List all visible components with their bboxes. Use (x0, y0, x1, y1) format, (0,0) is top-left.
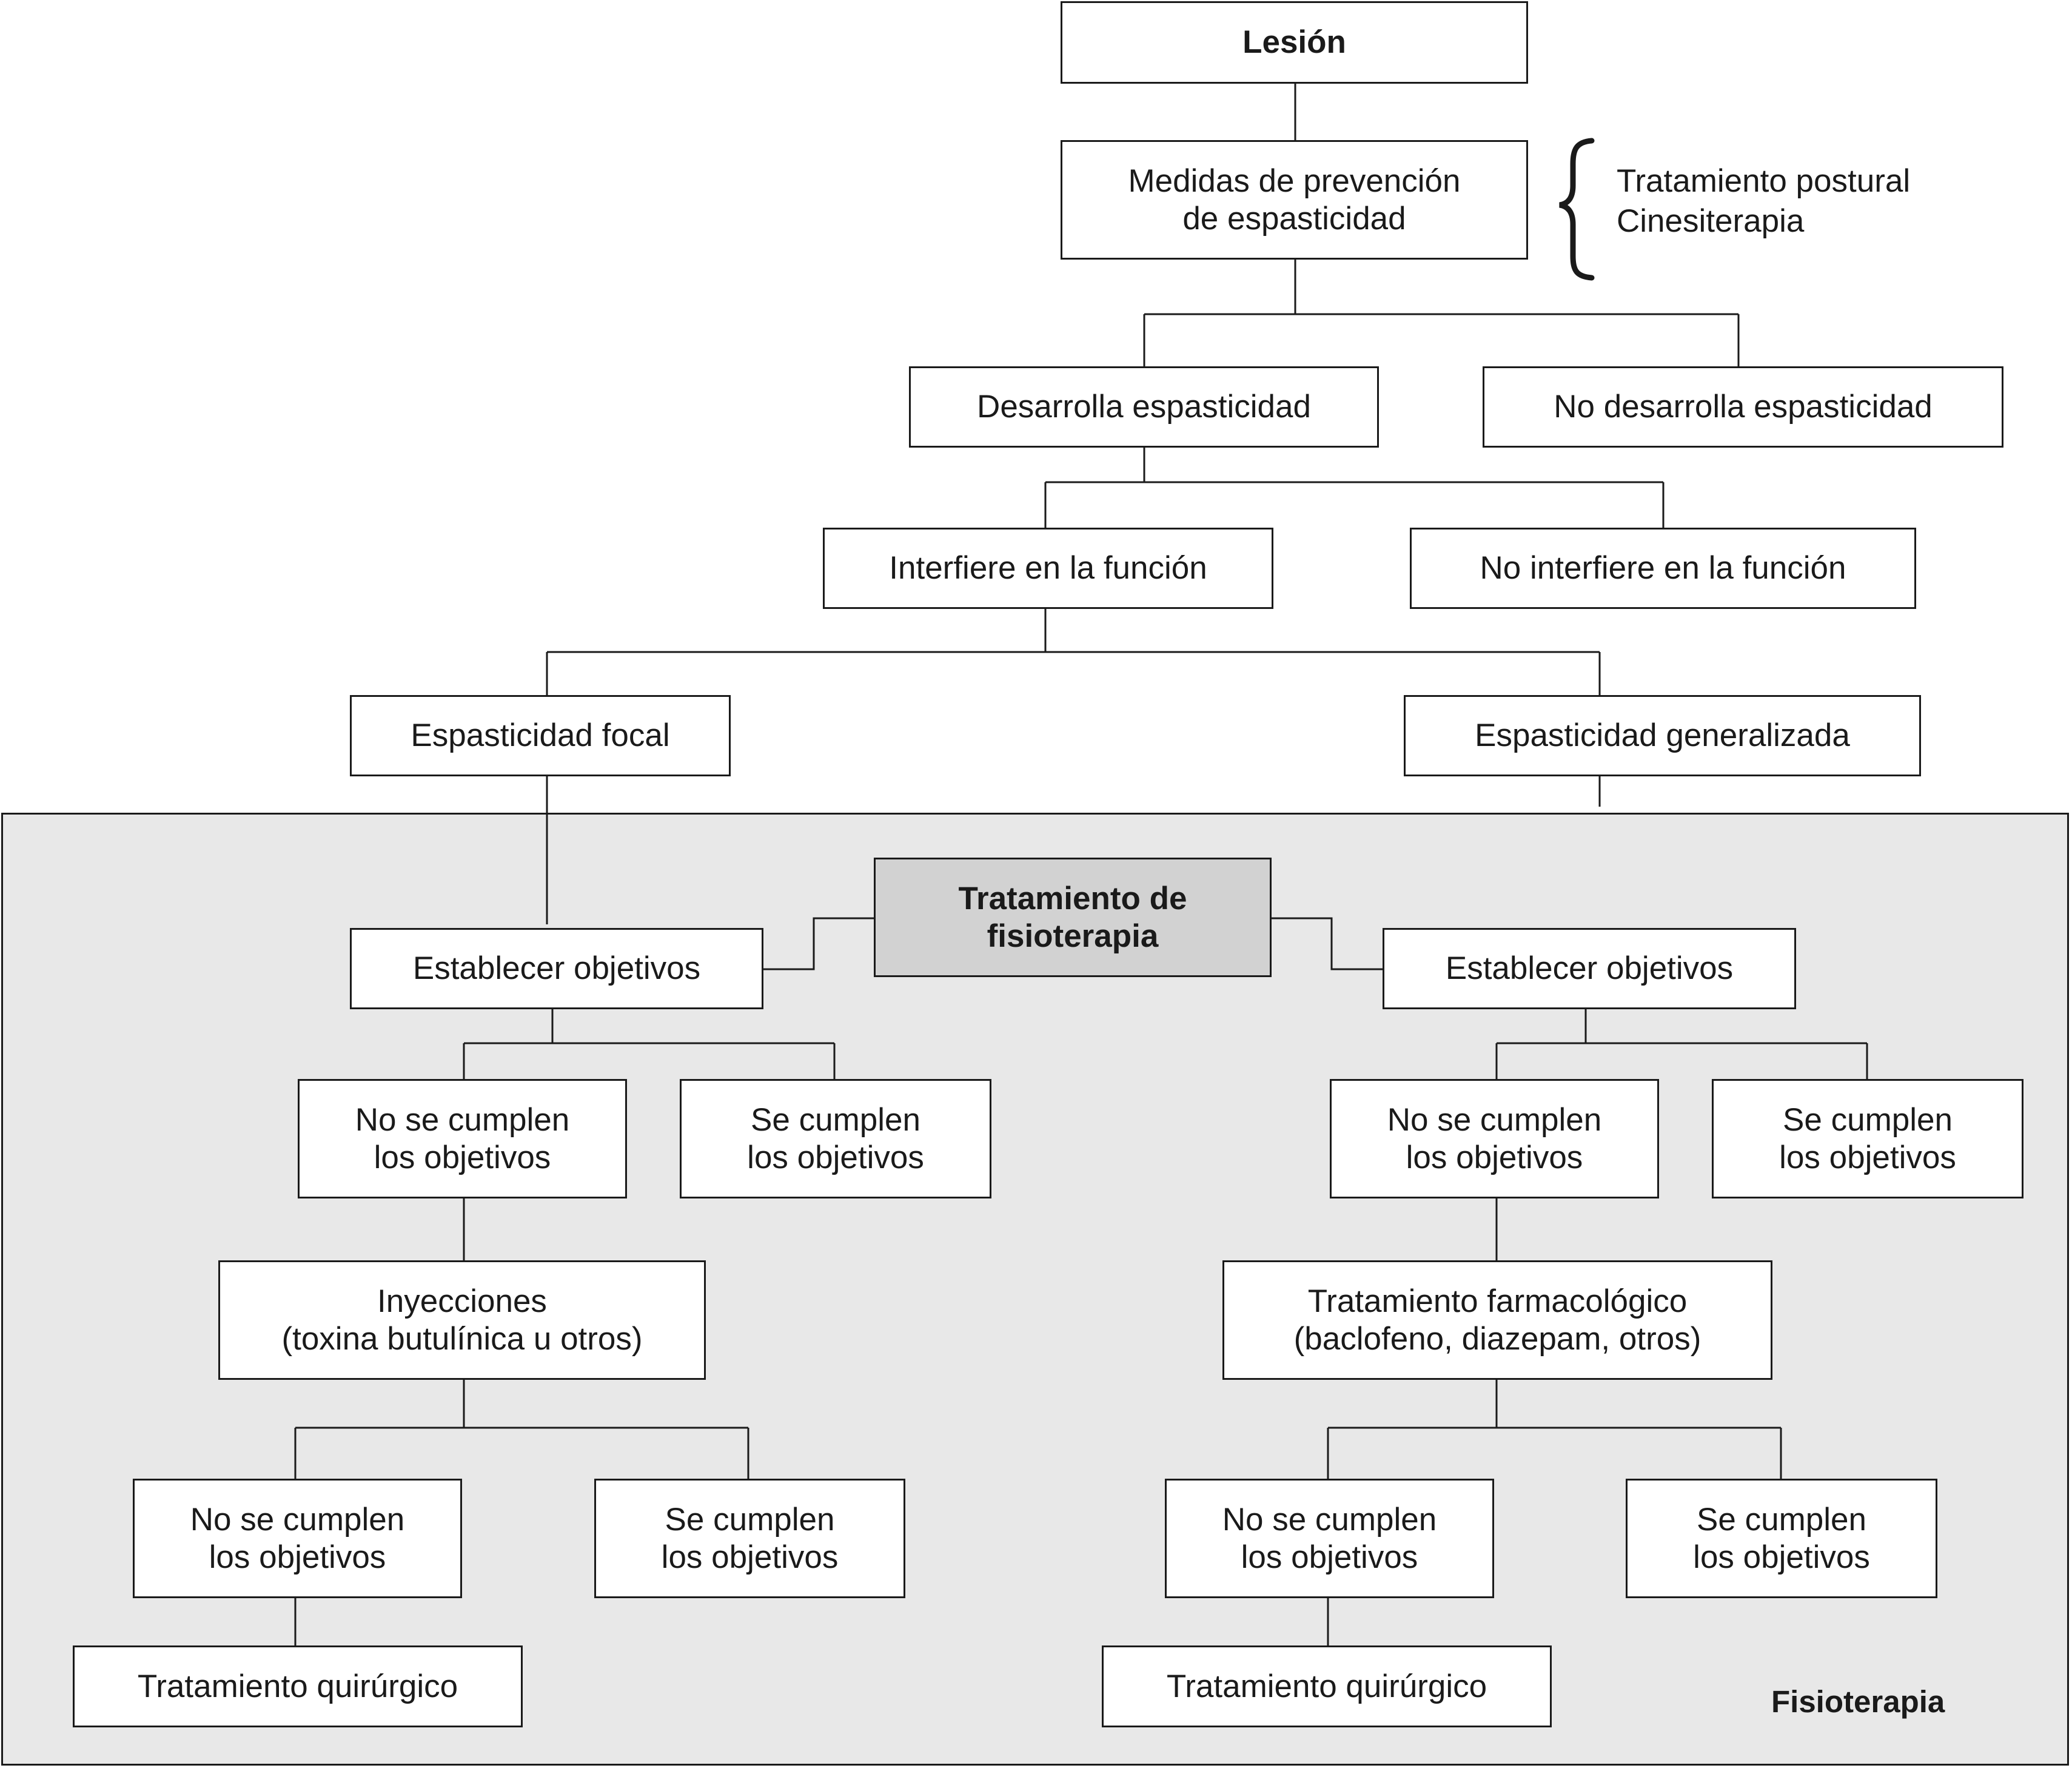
node-tratamiento-fisioterapia: Tratamiento de fisioterapia (874, 858, 1272, 977)
node-tratamiento-farmacologico: Tratamiento farmacológico (baclofeno, di… (1222, 1260, 1772, 1380)
node-no-cumplen-der-2: No se cumplen los objetivos (1165, 1479, 1494, 1598)
node-establecer-objetivos-der: Establecer objetivos (1383, 928, 1796, 1009)
connector-central-left (763, 917, 874, 970)
node-espasticidad-focal: Espasticidad focal (350, 695, 731, 776)
connector-desarrolla-split (1044, 446, 1665, 528)
node-establecer-objetivos-izq: Establecer objetivos (350, 928, 763, 1009)
node-tratamiento-quirurgico-der: Tratamiento quirúrgico (1102, 1645, 1552, 1727)
node-cumplen-izq-2: Se cumplen los objetivos (594, 1479, 905, 1598)
node-no-cumplen-der-1: No se cumplen los objetivos (1330, 1079, 1659, 1198)
node-lesion: Lesión (1061, 1, 1528, 84)
connector-objetivos-izq-split (463, 1009, 836, 1079)
connector-inyecciones-split (294, 1379, 749, 1479)
node-interfiere: Interfiere en la función (823, 528, 1273, 609)
node-inyecciones: Inyecciones (toxina butulínica u otros) (218, 1260, 706, 1380)
fisioterapia-region-label: Fisioterapia (1771, 1684, 1945, 1719)
node-no-interfiere: No interfiere en la función (1410, 528, 1916, 609)
connector-prevencion-split (1143, 260, 1740, 366)
node-prevencion: Medidas de prevención de espasticidad (1061, 140, 1528, 260)
node-desarrolla: Desarrolla espasticidad (909, 366, 1379, 448)
node-no-cumplen-izq-1: No se cumplen los objetivos (298, 1079, 627, 1198)
node-no-desarrolla: No desarrolla espasticidad (1483, 366, 2003, 448)
node-no-cumplen-izq-2: No se cumplen los objetivos (133, 1479, 462, 1598)
node-espasticidad-generalizada: Espasticidad generalizada (1404, 695, 1921, 776)
node-cumplen-der-1: Se cumplen los objetivos (1712, 1079, 2023, 1198)
connector-objetivos-der-split (1495, 1009, 1868, 1079)
connector-interfiere-split (546, 609, 1601, 695)
prevention-note: Tratamiento postural Cinesiterapia (1617, 163, 1911, 239)
connector-farmacologico-split (1327, 1379, 1782, 1479)
node-tratamiento-quirurgico-izq: Tratamiento quirúrgico (73, 1645, 523, 1727)
connector-central-right (1272, 917, 1383, 970)
node-cumplen-der-2: Se cumplen los objetivos (1626, 1479, 1937, 1598)
curly-brace-icon (1559, 138, 1595, 281)
node-cumplen-izq-1: Se cumplen los objetivos (680, 1079, 991, 1198)
